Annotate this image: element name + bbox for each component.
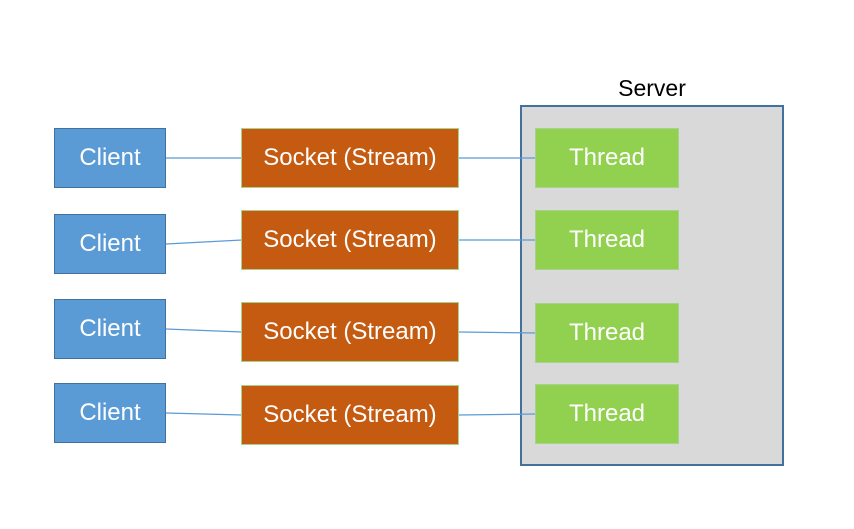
client-label: Client [79,315,141,342]
thread-box-2: Thread [535,210,679,270]
socket-box-1: Socket (Stream) [241,128,459,188]
connector-line-client-socket-2 [165,239,243,245]
socket-box-2: Socket (Stream) [241,210,459,270]
client-box-1: Client [54,128,166,188]
thread-box-4: Thread [535,384,679,444]
client-label: Client [79,399,141,426]
socket-box-4: Socket (Stream) [241,385,459,445]
server-label: Server [618,75,686,101]
thread-label: Thread [568,319,646,346]
connector-line-client-socket-3 [165,328,243,333]
socket-box-3: Socket (Stream) [241,302,459,362]
client-box-4: Client [54,383,166,443]
socket-label: Socket (Stream) [263,318,437,345]
thread-box-1: Thread [535,128,679,188]
connector-line-client-socket-4 [165,412,243,416]
thread-label: Thread [568,226,646,253]
client-label: Client [79,144,141,171]
socket-label: Socket (Stream) [263,144,437,171]
socket-label: Socket (Stream) [263,226,437,253]
thread-box-3: Thread [535,303,679,363]
client-box-3: Client [54,299,166,359]
client-box-2: Client [54,214,166,274]
thread-label: Thread [568,144,646,171]
socket-label: Socket (Stream) [263,401,437,428]
thread-label: Thread [568,400,646,427]
client-label: Client [79,230,141,257]
